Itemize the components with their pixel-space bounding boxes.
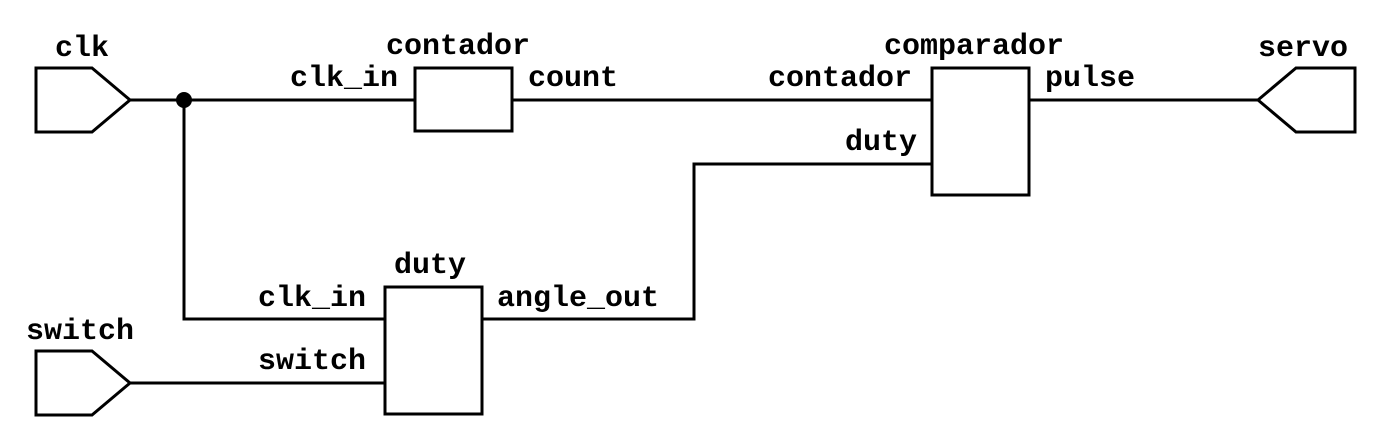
block-contador: [413, 66, 514, 133]
comparador-pin-contador: contador: [768, 62, 912, 96]
junction-dot: [176, 92, 192, 108]
port-switch-shape: [34, 349, 133, 417]
wire-clk-branch-to-duty: [182, 98, 387, 321]
contador-pin-clk-in: clk_in: [290, 62, 398, 96]
contador-pin-count: count: [528, 62, 618, 96]
port-clk-label: clk: [55, 32, 109, 66]
comparador-pin-duty: duty: [845, 126, 917, 160]
contador-title: contador: [386, 30, 530, 64]
duty-pin-clk-in: clk_in: [258, 282, 366, 316]
duty-pin-angle-out: angle_out: [497, 282, 659, 316]
comparador-pin-pulse: pulse: [1045, 62, 1135, 96]
block-duty: [383, 285, 484, 416]
duty-pin-switch: switch: [258, 345, 366, 379]
comparador-title: comparador: [884, 30, 1064, 64]
block-comparador: [930, 66, 1031, 197]
duty-title: duty: [394, 249, 466, 283]
wire-angle-to-duty-input: [480, 162, 934, 321]
port-servo-shape: [1255, 66, 1357, 134]
port-clk-shape: [34, 66, 133, 134]
port-switch-label: switch: [26, 315, 134, 349]
port-servo-label: servo: [1258, 32, 1348, 66]
